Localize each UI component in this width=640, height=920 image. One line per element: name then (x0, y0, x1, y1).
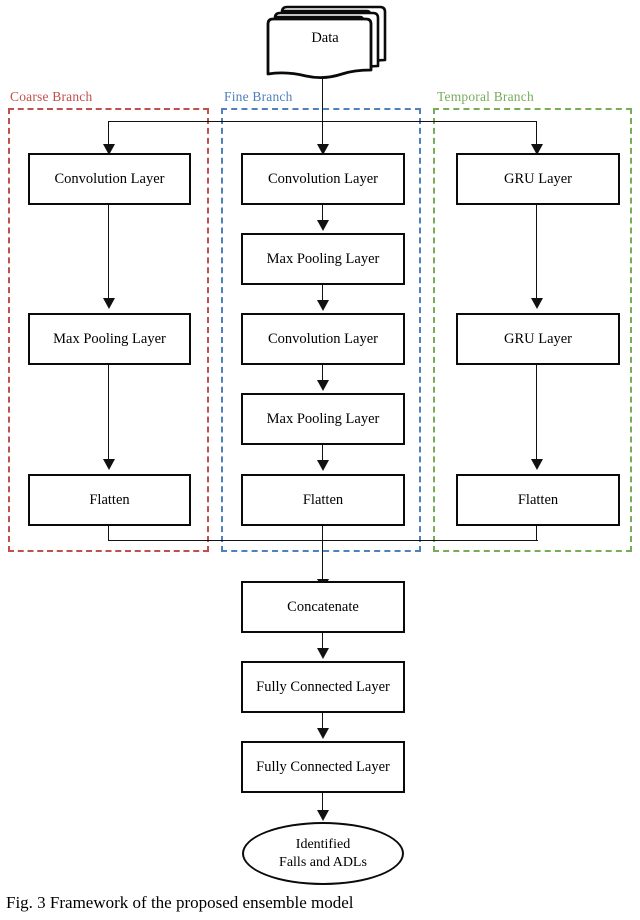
edge-fc1-to-fc2 (322, 713, 323, 730)
edge-coarse-2-3 (108, 365, 109, 461)
edge-fine-3-4 (322, 365, 323, 382)
edge-bus-to-coarse (108, 121, 109, 147)
arrowhead-fine-in (317, 144, 329, 155)
node-concatenate[interactable]: Concatenate (241, 581, 405, 633)
edge-temporal-1-2 (536, 205, 537, 300)
edge-merge-bus (108, 540, 538, 541)
node-label: Max Pooling Layer (266, 410, 380, 427)
edge-fine-1-2 (322, 205, 323, 222)
node-coarse-convolution-layer[interactable]: Convolution Layer (28, 153, 191, 205)
edge-temporal-2-3 (536, 365, 537, 461)
branch-label-coarse: Coarse Branch (10, 89, 93, 104)
edge-merge-to-concatenate (322, 526, 323, 583)
multi-document-icon (266, 5, 387, 79)
node-coarse-max-pooling-layer[interactable]: Max Pooling Layer (28, 313, 191, 365)
node-fine-max-pooling-layer-2[interactable]: Max Pooling Layer (241, 393, 405, 445)
node-temporal-flatten[interactable]: Flatten (456, 474, 620, 526)
arrowhead-fine-3-4 (317, 380, 329, 391)
data-node: Data (262, 2, 388, 84)
output-label-line1: Identified (295, 837, 351, 852)
node-label: Fully Connected Layer (256, 678, 390, 695)
edge-distribution-bus (109, 121, 537, 122)
arrowhead-fine-4-5 (317, 460, 329, 471)
edge-data-stem (322, 78, 323, 122)
edge-bus-to-temporal (536, 121, 537, 147)
node-fully-connected-layer-2[interactable]: Fully Connected Layer (241, 741, 405, 793)
arrowhead-temporal-2-3 (531, 459, 543, 470)
branch-label-temporal: Temporal Branch (437, 89, 534, 104)
node-label: Max Pooling Layer (266, 250, 380, 267)
node-fine-flatten[interactable]: Flatten (241, 474, 405, 526)
arrowhead-fc1-in (317, 648, 329, 659)
node-label: Flatten (302, 491, 344, 508)
edge-bus-to-fine (322, 121, 323, 147)
branch-region-temporal (433, 108, 632, 552)
arrowhead-temporal-in (531, 144, 543, 155)
arrowhead-temporal-1-2 (531, 298, 543, 309)
arrowhead-fine-2-3 (317, 300, 329, 311)
data-node-label: Data (311, 30, 339, 46)
arrowhead-coarse-1-2 (103, 298, 115, 309)
node-identified-output[interactable]: Identified Falls and ADLs (242, 822, 404, 885)
node-coarse-flatten[interactable]: Flatten (28, 474, 191, 526)
arrowhead-coarse-in (103, 144, 115, 155)
node-label: Fully Connected Layer (256, 758, 390, 775)
node-label: Max Pooling Layer (53, 330, 166, 347)
edge-fine-4-5 (322, 445, 323, 462)
node-label: GRU Layer (503, 330, 573, 347)
edge-temporal-flatten-down (536, 526, 537, 541)
node-label: Convolution Layer (268, 170, 378, 187)
edge-fine-2-3 (322, 285, 323, 302)
branch-region-coarse (8, 108, 209, 552)
arrowhead-coarse-2-3 (103, 459, 115, 470)
branch-label-fine: Fine Branch (224, 89, 293, 104)
node-label: Convolution Layer (54, 170, 165, 187)
branch-region-fine (221, 108, 421, 552)
node-label: Convolution Layer (268, 330, 378, 347)
node-temporal-gru-layer-2[interactable]: GRU Layer (456, 313, 620, 365)
output-label-line2: Falls and ADLs (279, 854, 367, 870)
edge-concatenate-to-fc1 (322, 633, 323, 650)
node-label: Concatenate (287, 598, 359, 615)
node-fully-connected-layer-1[interactable]: Fully Connected Layer (241, 661, 405, 713)
node-fine-convolution-layer-2[interactable]: Convolution Layer (241, 313, 405, 365)
node-label: Flatten (89, 491, 130, 508)
edge-coarse-1-2 (108, 205, 109, 300)
arrowhead-fine-1-2 (317, 220, 329, 231)
node-fine-convolution-layer-1[interactable]: Convolution Layer (241, 153, 405, 205)
node-temporal-gru-layer-1[interactable]: GRU Layer (456, 153, 620, 205)
edge-fc2-to-output (322, 793, 323, 812)
node-label: GRU Layer (503, 170, 573, 187)
arrowhead-output-in (317, 810, 329, 821)
edge-coarse-flatten-down (108, 526, 109, 541)
node-fine-max-pooling-layer-1[interactable]: Max Pooling Layer (241, 233, 405, 285)
arrowhead-fc2-in (317, 728, 329, 739)
node-label: Flatten (517, 491, 559, 508)
figure-caption: Fig. 3 Framework of the proposed ensembl… (6, 893, 354, 912)
